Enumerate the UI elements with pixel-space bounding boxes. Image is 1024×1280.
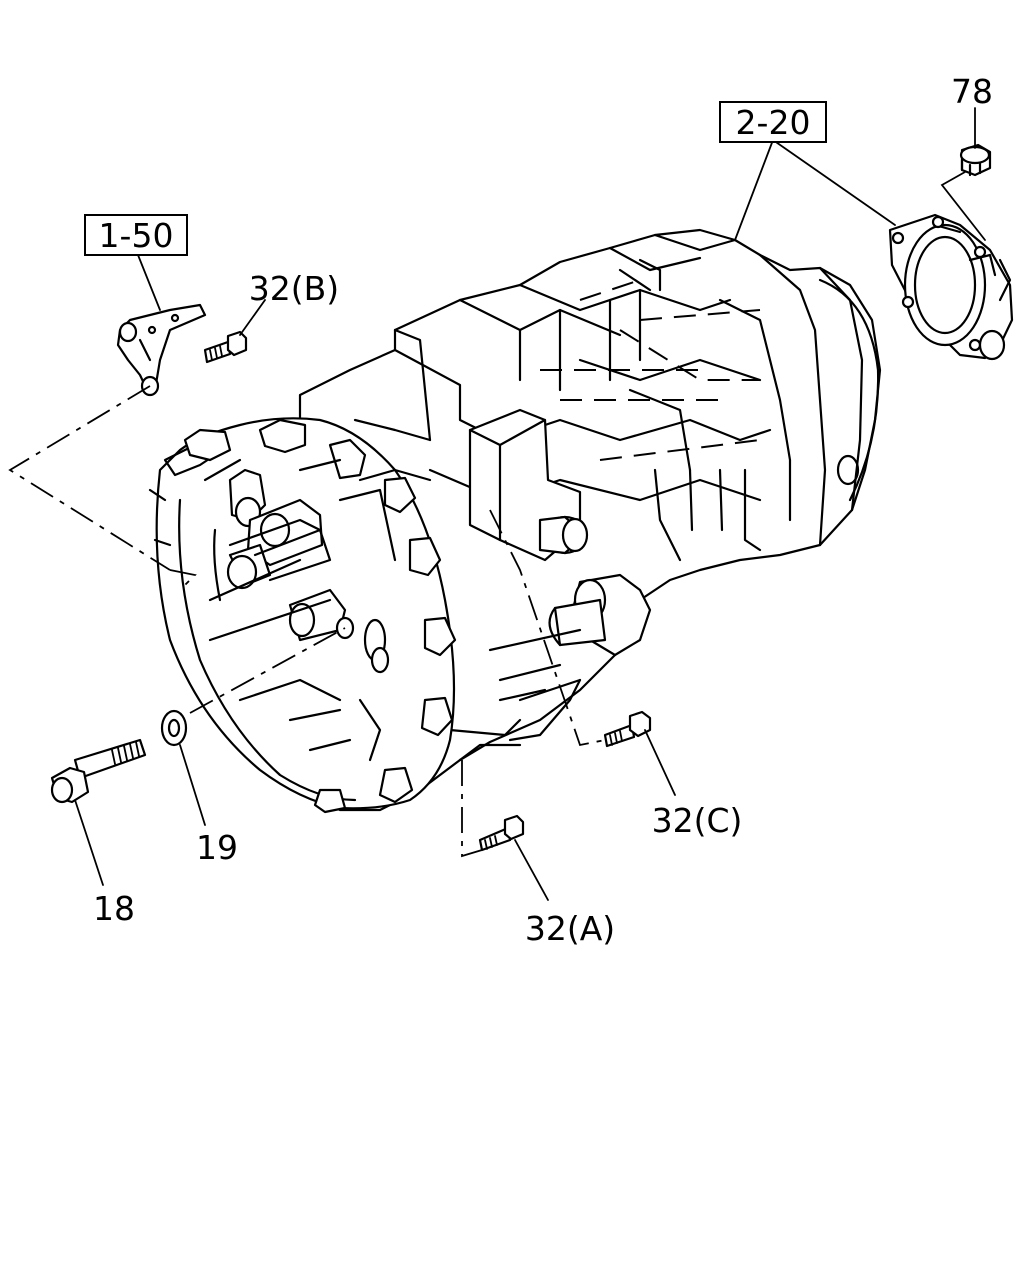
washer-19 — [160, 709, 188, 747]
callout-ref-1-50: 1-50 — [99, 216, 174, 255]
callout-32c: 32(C) — [652, 801, 743, 840]
bolt-32a — [478, 814, 525, 852]
callout-32a: 32(A) — [525, 909, 615, 948]
leader-lines — [8, 107, 986, 901]
bolt-32c — [603, 710, 652, 748]
bolt-18 — [50, 738, 147, 804]
bolt-32b — [203, 330, 248, 364]
callout-32b: 32(B) — [249, 269, 339, 308]
bracket-1-50 — [116, 303, 207, 397]
ref-box-2-20 — [719, 101, 827, 143]
bell-housing — [148, 328, 457, 814]
callout-78: 78 — [951, 72, 993, 111]
part-78-plug — [959, 143, 992, 177]
callout-ref-2-20: 2-20 — [736, 103, 811, 142]
rear-cover — [888, 213, 1014, 361]
callout-18: 18 — [93, 889, 135, 928]
callout-19: 19 — [196, 828, 238, 867]
ref-box-1-50 — [84, 214, 188, 256]
